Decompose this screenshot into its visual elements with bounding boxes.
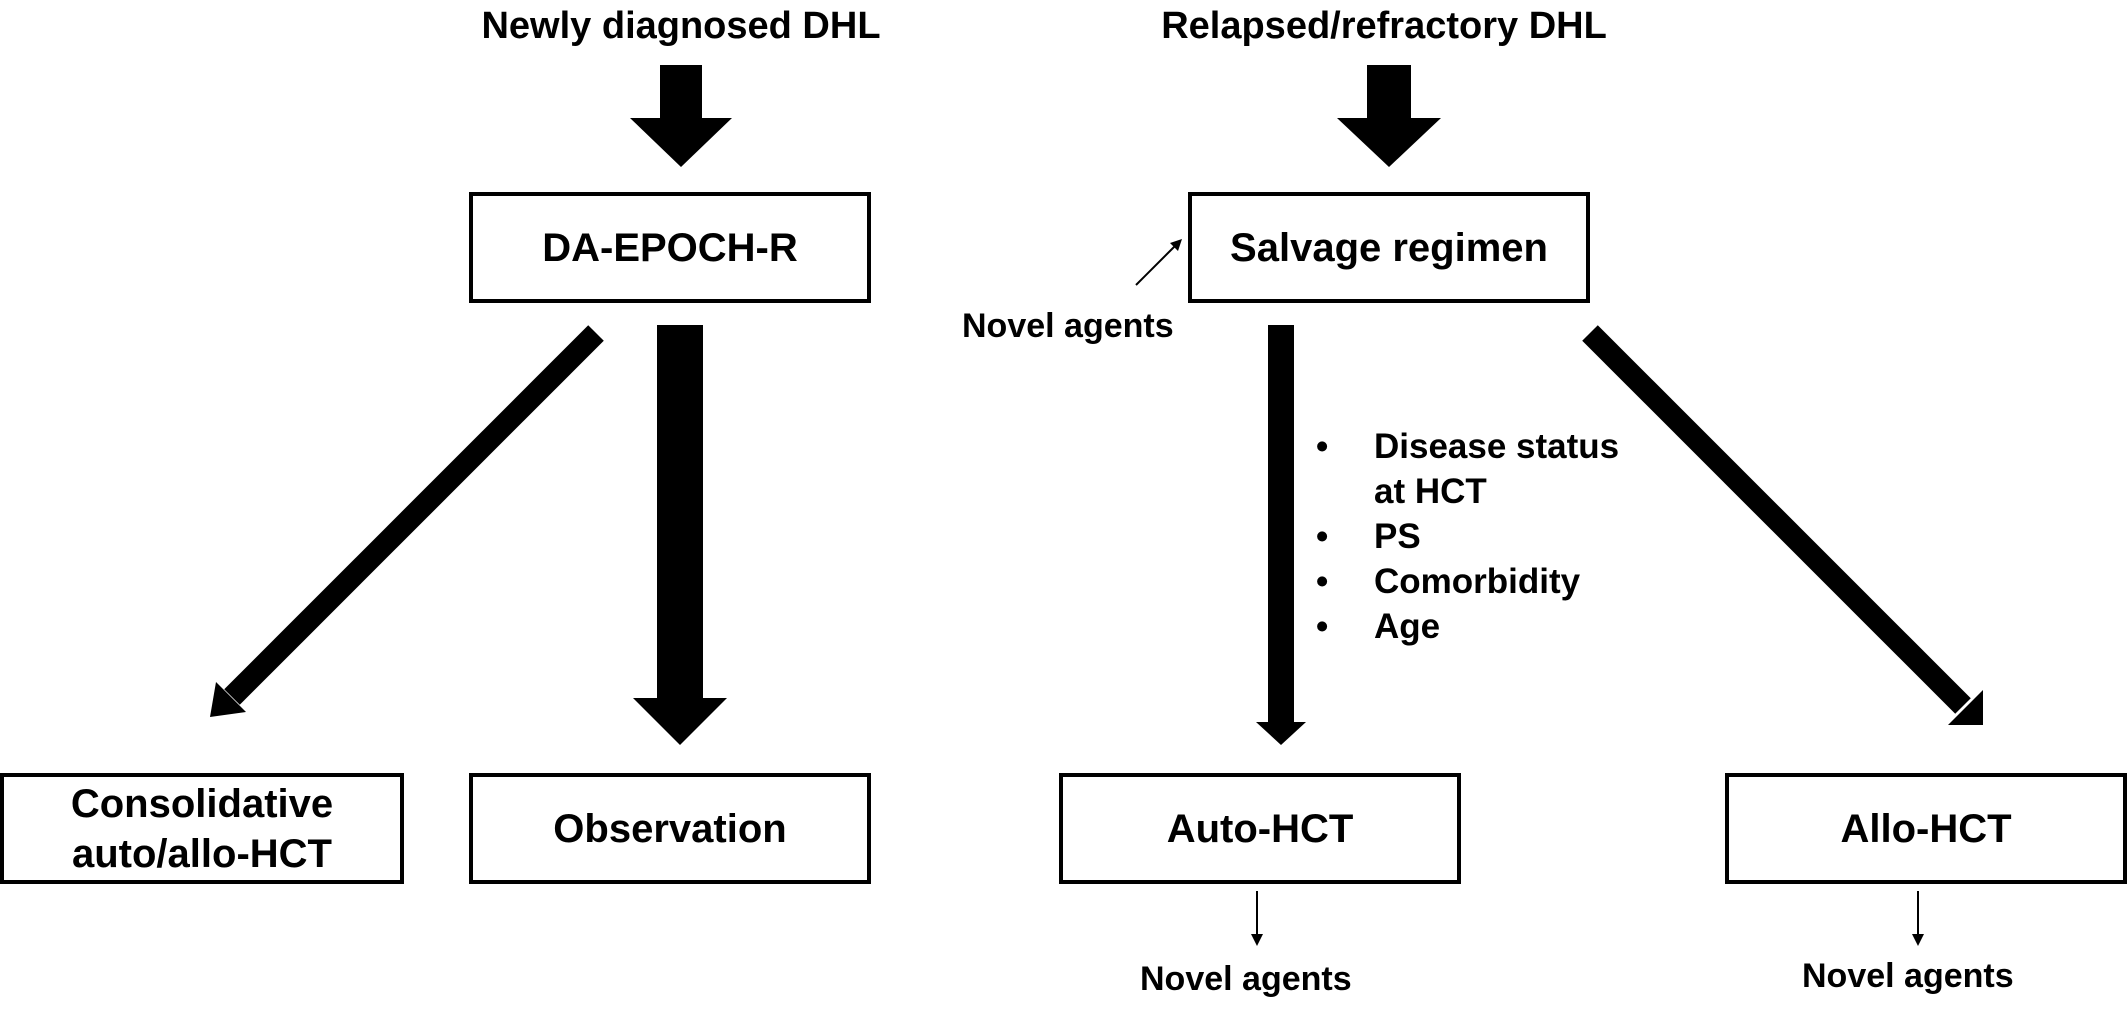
auto-hct-label: Auto-HCT bbox=[1166, 806, 1354, 851]
hct-criteria-list: •Disease status at HCT •PS •Comorbidity … bbox=[1316, 424, 1619, 649]
arrow-allo-to-novel-agents-head bbox=[1912, 934, 1924, 946]
observation-label: Observation bbox=[553, 806, 787, 851]
novel-agents-auto-label: Novel agents bbox=[1140, 960, 1352, 998]
criteria-item: •Age bbox=[1316, 607, 1441, 646]
novel-agents-salvage-label: Novel agents bbox=[962, 307, 1174, 345]
allo-hct-label: Allo-HCT bbox=[1840, 806, 2012, 851]
relapsed-refractory-title: Relapsed/refractory DHL bbox=[1161, 5, 1607, 47]
daepochr-box: DA-EPOCH-R bbox=[469, 192, 871, 303]
arrow-novel-agents-to-salvage-head bbox=[1170, 239, 1182, 251]
arrow-novel-agents-to-salvage bbox=[1135, 243, 1178, 286]
consolidative-line1: Consolidative bbox=[70, 781, 334, 826]
arrow-salvage-to-allo-head bbox=[1948, 690, 1983, 725]
arrow-relapsed-to-salvage bbox=[1337, 65, 1441, 167]
novel-agents-allo-label: Novel agents bbox=[1802, 957, 2014, 995]
criteria-item: •PS bbox=[1316, 517, 1421, 556]
criteria-item: •Comorbidity bbox=[1316, 562, 1581, 601]
arrow-daepochr-to-consolidative-shaft bbox=[224, 325, 604, 705]
arrow-daepochr-to-consolidative-head bbox=[210, 682, 246, 717]
arrow-salvage-to-auto-head bbox=[1256, 722, 1306, 745]
arrow-daepochr-to-observation-shaft bbox=[657, 325, 703, 700]
arrow-newly-to-daepochr bbox=[630, 65, 732, 167]
criteria-item: •Disease status bbox=[1316, 427, 1620, 466]
consolidative-line2: auto/allo-HCT bbox=[72, 831, 332, 876]
newly-diagnosed-title: Newly diagnosed DHL bbox=[481, 5, 881, 47]
criteria-item: at HCT bbox=[1374, 472, 1487, 511]
salvage-regimen-box: Salvage regimen bbox=[1188, 192, 1590, 303]
arrow-daepochr-to-observation-head bbox=[633, 698, 727, 745]
arrow-salvage-to-allo-shaft bbox=[1582, 325, 1971, 714]
daepochr-label: DA-EPOCH-R bbox=[542, 225, 798, 270]
observation-box: Observation bbox=[469, 773, 871, 884]
allo-hct-box: Allo-HCT bbox=[1725, 773, 2127, 884]
arrow-auto-to-novel-agents-head bbox=[1251, 934, 1263, 946]
salvage-regimen-label: Salvage regimen bbox=[1230, 225, 1548, 270]
arrow-salvage-to-auto-shaft bbox=[1268, 325, 1294, 725]
consolidative-box: Consolidative auto/allo-HCT bbox=[0, 773, 404, 884]
auto-hct-box: Auto-HCT bbox=[1059, 773, 1461, 884]
